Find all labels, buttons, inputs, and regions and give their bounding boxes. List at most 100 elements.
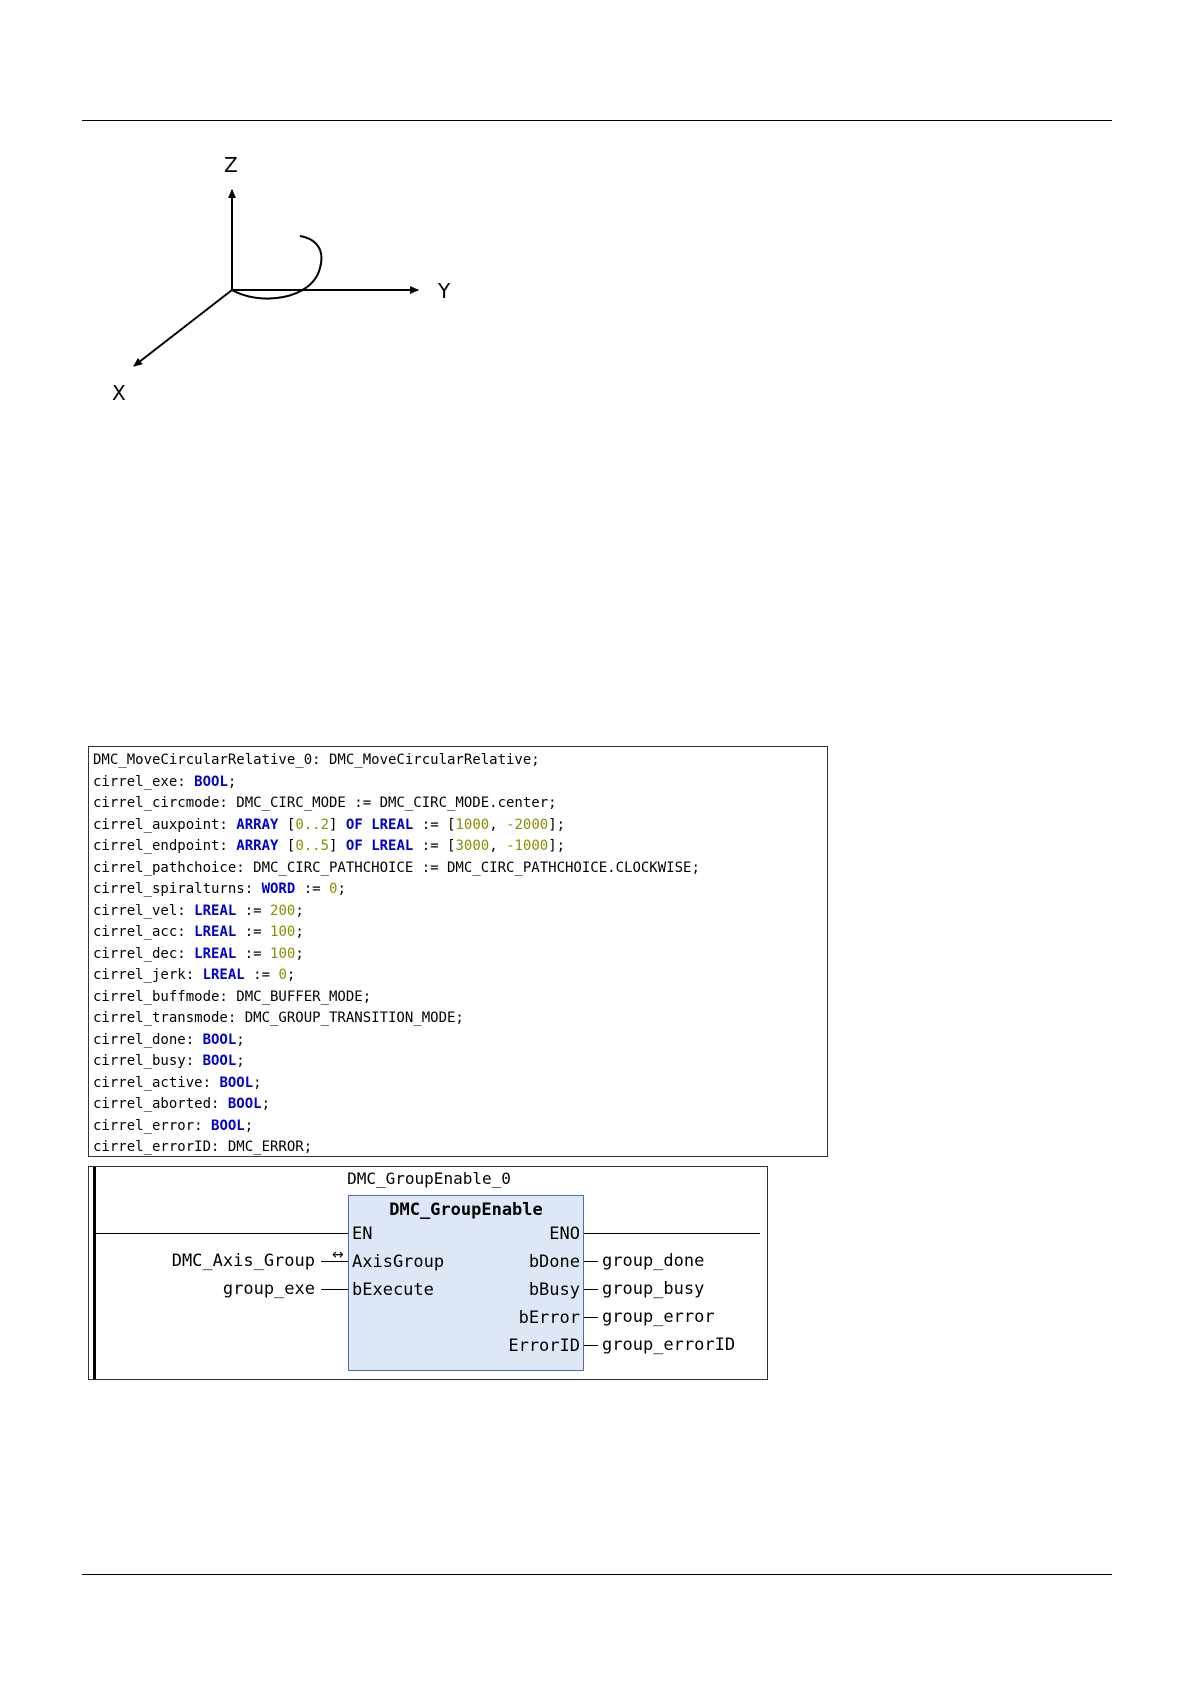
- code-token: cirrel_auxpoint:: [93, 816, 237, 833]
- code-token: ARRAY: [236, 816, 279, 833]
- code-token: 0: [278, 967, 287, 983]
- code-token: -1000: [506, 838, 549, 854]
- code-token: 100: [270, 945, 296, 962]
- code-token: BOOL: [219, 1074, 254, 1091]
- var-group-exe[interactable]: group_exe: [222, 1279, 315, 1299]
- fb-block[interactable]: DMC_GroupEnable EN ENO AxisGroup bExecut…: [348, 1195, 584, 1371]
- code-line: cirrel_error: BOOL;: [93, 1116, 827, 1138]
- code-token: ARRAY: [236, 838, 279, 854]
- code-token: ;: [286, 967, 296, 983]
- code-token: BOOL: [202, 1053, 237, 1069]
- code-token: ,: [489, 838, 507, 854]
- code-token: :=: [295, 881, 330, 897]
- inout-arrow-icon: ↔: [332, 1247, 344, 1263]
- code-line: cirrel_auxpoint: ARRAY [0..2] OF LREAL :…: [93, 815, 827, 837]
- code-token: := [: [413, 838, 456, 854]
- en-wire: [95, 1233, 348, 1234]
- code-token: ;: [236, 1053, 245, 1069]
- code-token: LREAL: [194, 945, 237, 962]
- code-line: cirrel_spiralturns: WORD := 0;: [93, 879, 827, 901]
- code-token: 0: [329, 881, 338, 897]
- code-token: ;: [244, 1117, 254, 1134]
- output-wire-errorid: [584, 1345, 598, 1346]
- code-token: ;: [295, 924, 304, 940]
- code-token: cirrel_transmode: DMC_GROUP_TRANSITION_M…: [93, 1010, 464, 1026]
- code-token: LREAL: [371, 838, 414, 854]
- pin-eno: ENO: [549, 1224, 580, 1244]
- code-line: cirrel_exe: BOOL;: [93, 772, 827, 794]
- code-token: ;: [236, 1031, 245, 1048]
- pin-bexecute: bExecute: [352, 1280, 434, 1300]
- eno-wire: [584, 1233, 760, 1234]
- power-rail: [93, 1167, 96, 1379]
- code-token: ]: [329, 816, 346, 833]
- code-line: cirrel_vel: LREAL := 200;: [93, 901, 827, 923]
- code-line: cirrel_acc: LREAL := 100;: [93, 922, 827, 944]
- code-token: cirrel_errorID: DMC_ERROR;: [93, 1139, 313, 1155]
- code-token: 0..2: [295, 816, 330, 833]
- code-token: ,: [489, 816, 507, 833]
- code-token: 3000: [455, 838, 490, 854]
- x-axis-line: [133, 289, 233, 367]
- code-token: cirrel_done:: [93, 1031, 203, 1048]
- code-token: := [: [413, 816, 456, 833]
- code-token: ]: [329, 838, 346, 854]
- pin-berror: bError: [518, 1308, 580, 1328]
- code-token: ;: [227, 773, 237, 790]
- helix-path: [231, 235, 323, 300]
- code-token: ;: [295, 945, 304, 962]
- output-wire-berror: [584, 1317, 598, 1318]
- code-token: WORD: [261, 881, 296, 897]
- fb-instance-name: DMC_GroupEnable_0: [347, 1169, 511, 1188]
- var-group-error[interactable]: group_error: [602, 1307, 715, 1327]
- code-token: LREAL: [371, 816, 414, 833]
- axis-diagram: Z Y X: [112, 153, 451, 405]
- code-token: 0..5: [295, 838, 330, 854]
- code-line: cirrel_transmode: DMC_GROUP_TRANSITION_M…: [93, 1008, 827, 1030]
- code-token: cirrel_aborted:: [93, 1096, 228, 1112]
- code-line: cirrel_aborted: BOOL;: [93, 1094, 827, 1116]
- footer-rule: [82, 1574, 1112, 1575]
- var-group-errorid[interactable]: group_errorID: [602, 1335, 736, 1355]
- y-axis-label: Y: [437, 279, 451, 303]
- code-token: cirrel_acc:: [93, 924, 195, 940]
- pin-bbusy: bBusy: [528, 1280, 580, 1300]
- code-token: OF: [345, 816, 363, 833]
- code-token: -2000: [506, 816, 549, 833]
- code-token: cirrel_circmode: DMC_CIRC_MODE := DMC_CI…: [93, 795, 557, 811]
- code-token: ];: [548, 838, 566, 854]
- x-axis-label: X: [112, 381, 126, 405]
- code-token: 1000: [455, 816, 490, 833]
- var-group-done[interactable]: group_done: [602, 1251, 705, 1271]
- code-token: LREAL: [194, 924, 237, 940]
- code-token: 100: [270, 924, 296, 940]
- code-token: [: [278, 816, 296, 833]
- code-token: ;: [337, 881, 346, 897]
- code-token: cirrel_error:: [93, 1117, 212, 1134]
- code-line: cirrel_errorID: DMC_ERROR;: [93, 1137, 827, 1156]
- code-token: cirrel_spiralturns:: [93, 881, 262, 897]
- pin-axisgroup: AxisGroup: [352, 1252, 445, 1272]
- code-token: cirrel_jerk:: [93, 967, 203, 983]
- output-wire-bdone: [584, 1261, 598, 1262]
- code-token: cirrel_exe:: [93, 773, 195, 790]
- code-token: :=: [244, 967, 279, 983]
- code-line: DMC_MoveCircularRelative_0: DMC_MoveCirc…: [93, 750, 827, 772]
- var-group-busy[interactable]: group_busy: [602, 1279, 705, 1299]
- code-token: cirrel_endpoint:: [93, 838, 237, 854]
- code-token: :=: [236, 924, 271, 940]
- code-line: cirrel_active: BOOL;: [93, 1073, 827, 1095]
- code-line: cirrel_circmode: DMC_CIRC_MODE := DMC_CI…: [93, 793, 827, 815]
- code-token: cirrel_vel:: [93, 902, 195, 919]
- code-token: OF: [345, 838, 363, 854]
- var-dmc-axis-group[interactable]: DMC_Axis_Group: [171, 1251, 315, 1271]
- input-wire-axisgroup: [321, 1261, 348, 1262]
- header-rule: [82, 120, 1112, 121]
- code-line: cirrel_jerk: LREAL := 0;: [93, 965, 827, 987]
- code-token: BOOL: [211, 1117, 245, 1134]
- code-token: ;: [253, 1074, 262, 1091]
- pin-en: EN: [352, 1224, 373, 1244]
- code-token: cirrel_buffmode: DMC_BUFFER_MODE;: [93, 988, 372, 1005]
- code-token: [363, 817, 371, 833]
- code-line: cirrel_pathchoice: DMC_CIRC_PATHCHOICE :…: [93, 858, 827, 880]
